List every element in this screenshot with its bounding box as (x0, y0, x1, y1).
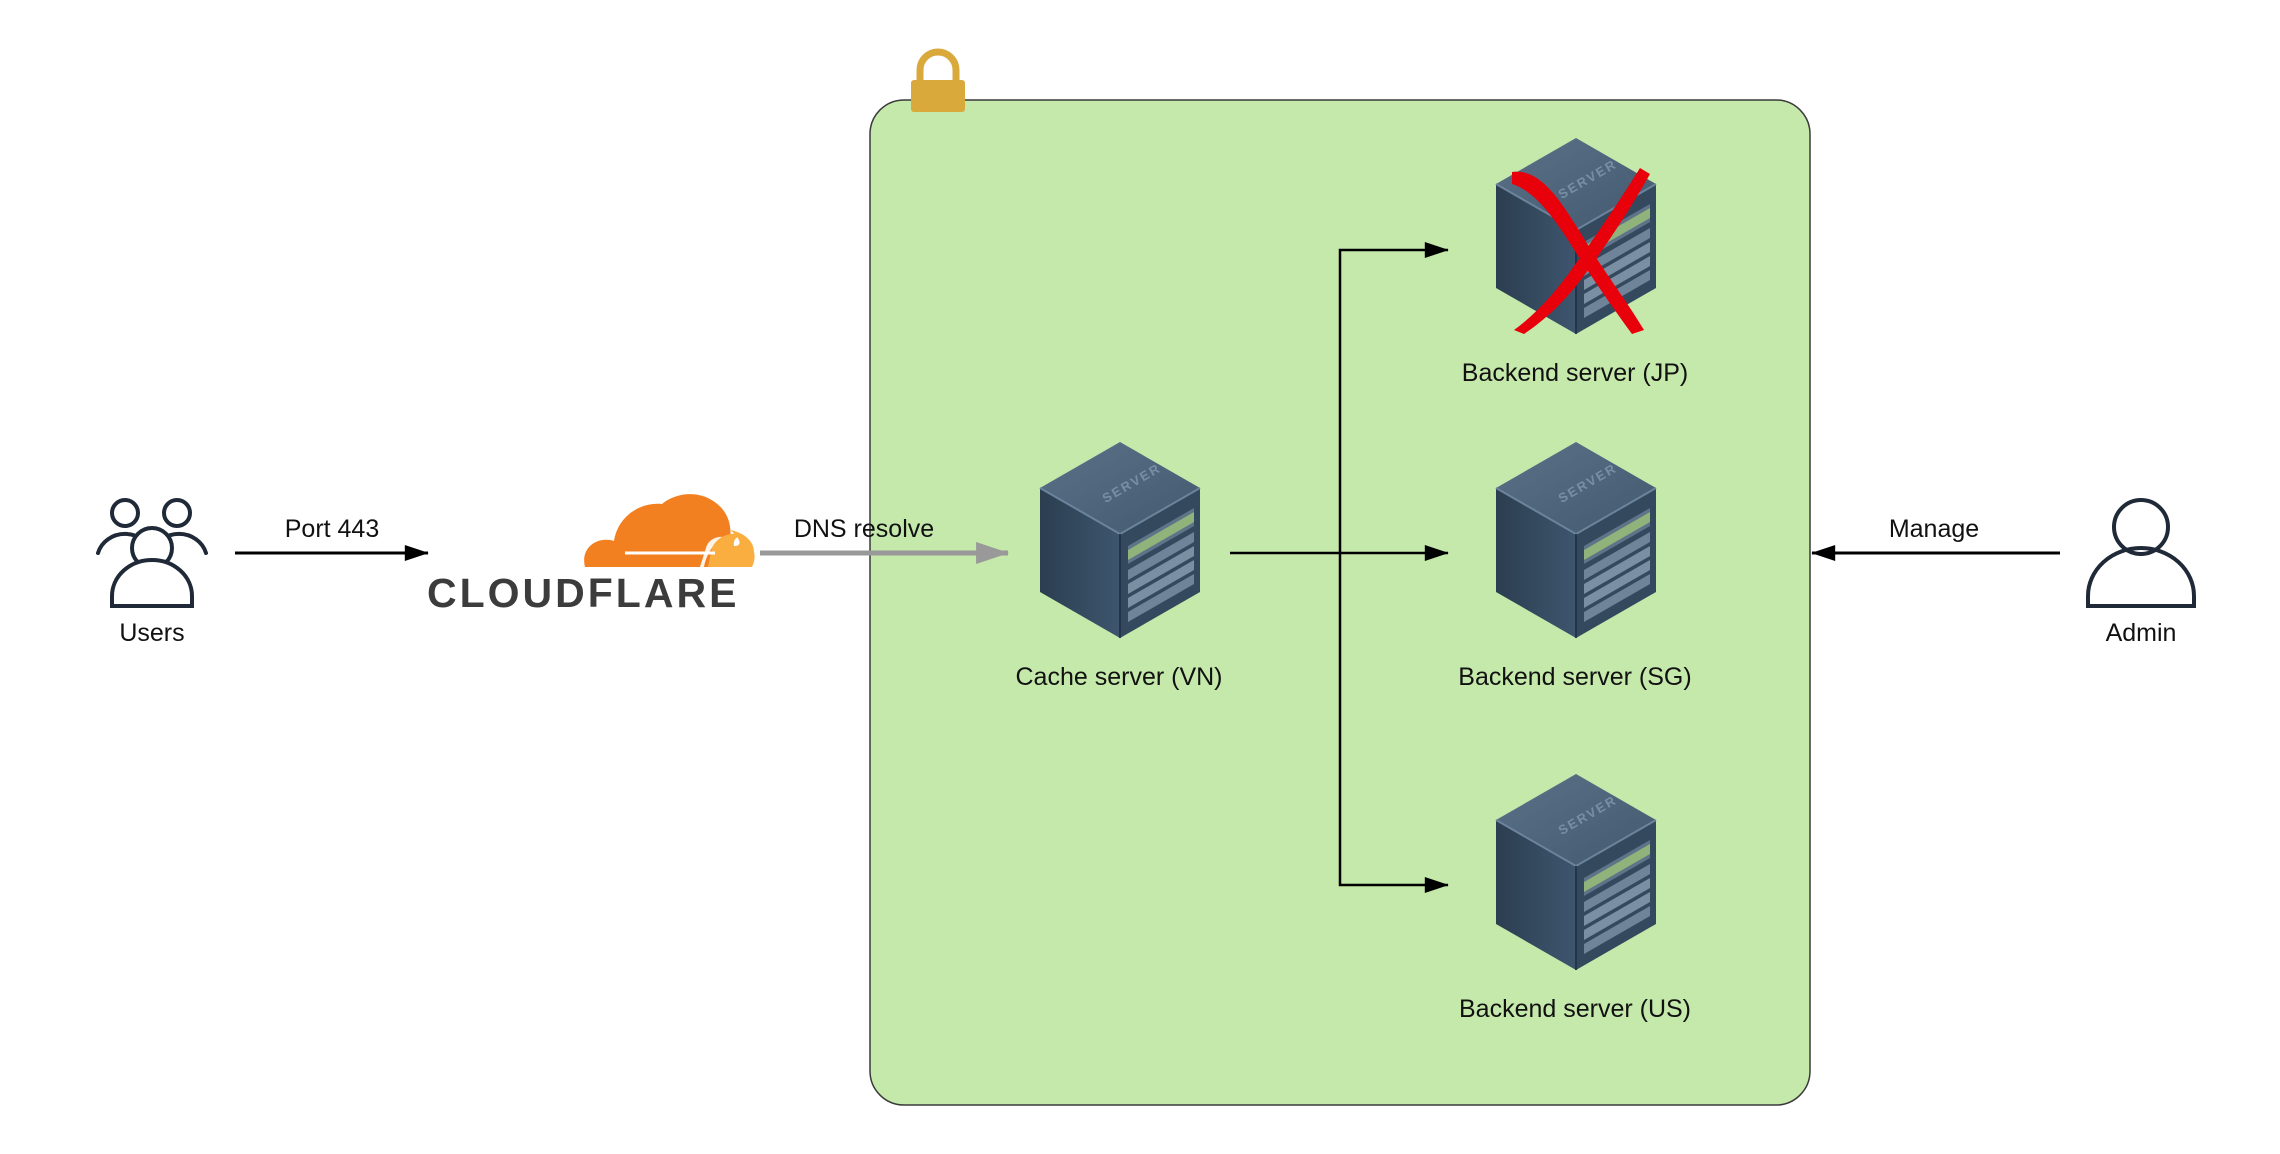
manage-label: Manage (1889, 515, 1979, 543)
admin-label: Admin (2106, 619, 2177, 647)
backend-us-server-icon: SERVER (1495, 773, 1657, 971)
backend-jp-label: Backend server (JP) (1462, 359, 1688, 387)
port-label: Port 443 (285, 515, 380, 543)
lock-icon (911, 48, 965, 112)
dns-label: DNS resolve (794, 515, 934, 543)
cache-server-label: Cache server (VN) (1016, 663, 1223, 691)
users-icon (96, 498, 208, 608)
cache-to-backend-connectors (1230, 242, 1449, 893)
users-label: Users (119, 619, 184, 647)
svg-text:CLOUDFLARE: CLOUDFLARE (427, 570, 739, 616)
backend-sg-label: Backend server (SG) (1458, 663, 1691, 691)
backend-jp-server-icon: SERVER (1495, 137, 1657, 335)
admin-icon (2086, 498, 2196, 608)
cache-server-icon: SERVER (1039, 441, 1201, 639)
backend-sg-server-icon: SERVER (1495, 441, 1657, 639)
backend-us-label: Backend server (US) (1459, 995, 1691, 1023)
cloudflare-logo: CLOUDFLARE (427, 494, 755, 616)
cross-icon (1512, 168, 1650, 334)
